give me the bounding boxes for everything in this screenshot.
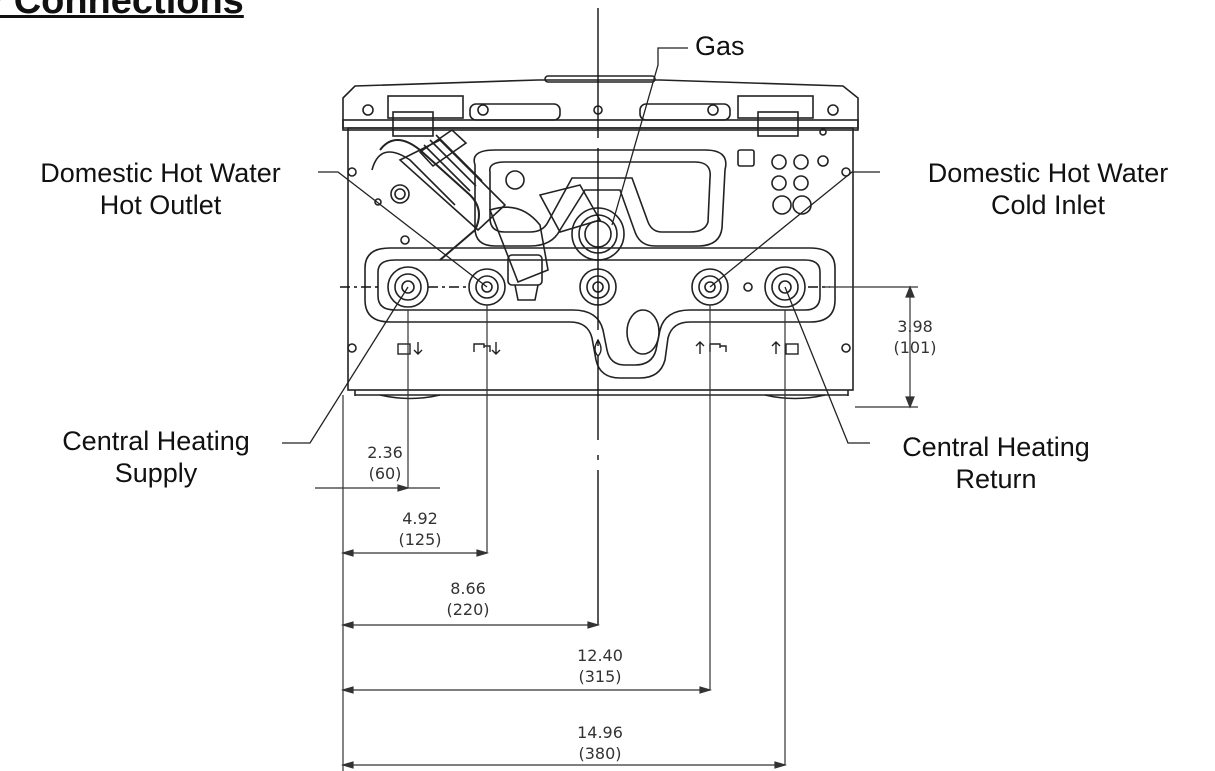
ch-return-fitting xyxy=(764,266,806,308)
wall-screws xyxy=(347,167,851,353)
dhw-hot-outlet-label: Domestic Hot Water Hot Outlet xyxy=(8,157,313,221)
center-axis xyxy=(340,8,830,625)
dhw-hot-outlet-leader xyxy=(318,171,488,288)
height-dimension-mm: (101) xyxy=(893,338,937,357)
dimension-d4-mm: (315) xyxy=(578,667,622,686)
boiler-body xyxy=(342,75,859,400)
page-title: y Connections xyxy=(0,0,244,22)
dhw-cold-inlet-label: Domestic Hot Water Cold Inlet xyxy=(892,157,1204,221)
mounting-clips xyxy=(362,95,839,137)
ch-supply-label: Central Heating Supply xyxy=(36,425,276,489)
ch-return-label-line1: Central Heating xyxy=(902,432,1090,462)
ch-supply-leader xyxy=(282,286,409,444)
dimension-d3-mm: (220) xyxy=(446,600,490,619)
condensate-ports xyxy=(374,128,829,245)
ch-supply-label-line1: Central Heating xyxy=(62,426,250,456)
height-dimension-in: 3.98 xyxy=(897,317,933,336)
ch-supply-label-line2: Supply xyxy=(114,458,198,488)
dimension-d1-mm: (60) xyxy=(368,464,402,483)
ch-return-label-line2: Return xyxy=(955,464,1037,494)
dimension-d5-in: 14.96 xyxy=(577,723,623,742)
dhw-cold-inlet-label-line2: Cold Inlet xyxy=(990,190,1106,220)
ch-return-leader xyxy=(784,286,870,444)
ch-return-label: Central Heating Return xyxy=(876,431,1116,495)
dimension-d3: 8.66 (220) xyxy=(428,578,508,620)
dhw-hot-outlet-label-line1: Domestic Hot Water xyxy=(40,158,281,188)
gas-leader xyxy=(611,47,688,226)
gas-label: Gas xyxy=(695,31,745,61)
dimension-d2-in: 4.92 xyxy=(402,509,438,528)
dimension-d1-in: 2.36 xyxy=(367,443,403,462)
dhw-hot-outlet-label-line2: Hot Outlet xyxy=(99,190,222,220)
height-dimension: 3.98 (101) xyxy=(880,316,950,358)
dimension-lines xyxy=(315,285,918,771)
dhw-cold-inlet-leader xyxy=(709,171,880,288)
dimension-d5: 14.96 (380) xyxy=(560,722,640,764)
dimension-d2-mm: (125) xyxy=(398,530,442,549)
dimension-d3-in: 8.66 xyxy=(450,579,486,598)
dhw-cold-inlet-label-line1: Domestic Hot Water xyxy=(927,158,1169,188)
dimension-d2: 4.92 (125) xyxy=(380,508,460,550)
dimension-d5-mm: (380) xyxy=(578,744,622,763)
dimension-d4-in: 12.40 xyxy=(577,646,623,665)
dimension-d1: 2.36 (60) xyxy=(350,442,420,484)
internal-pipework xyxy=(364,139,836,379)
hot-water-elbow xyxy=(398,128,549,301)
dimension-d4: 12.40 (315) xyxy=(560,645,640,687)
connection-symbols xyxy=(397,338,799,357)
callout-leaders xyxy=(282,47,880,444)
